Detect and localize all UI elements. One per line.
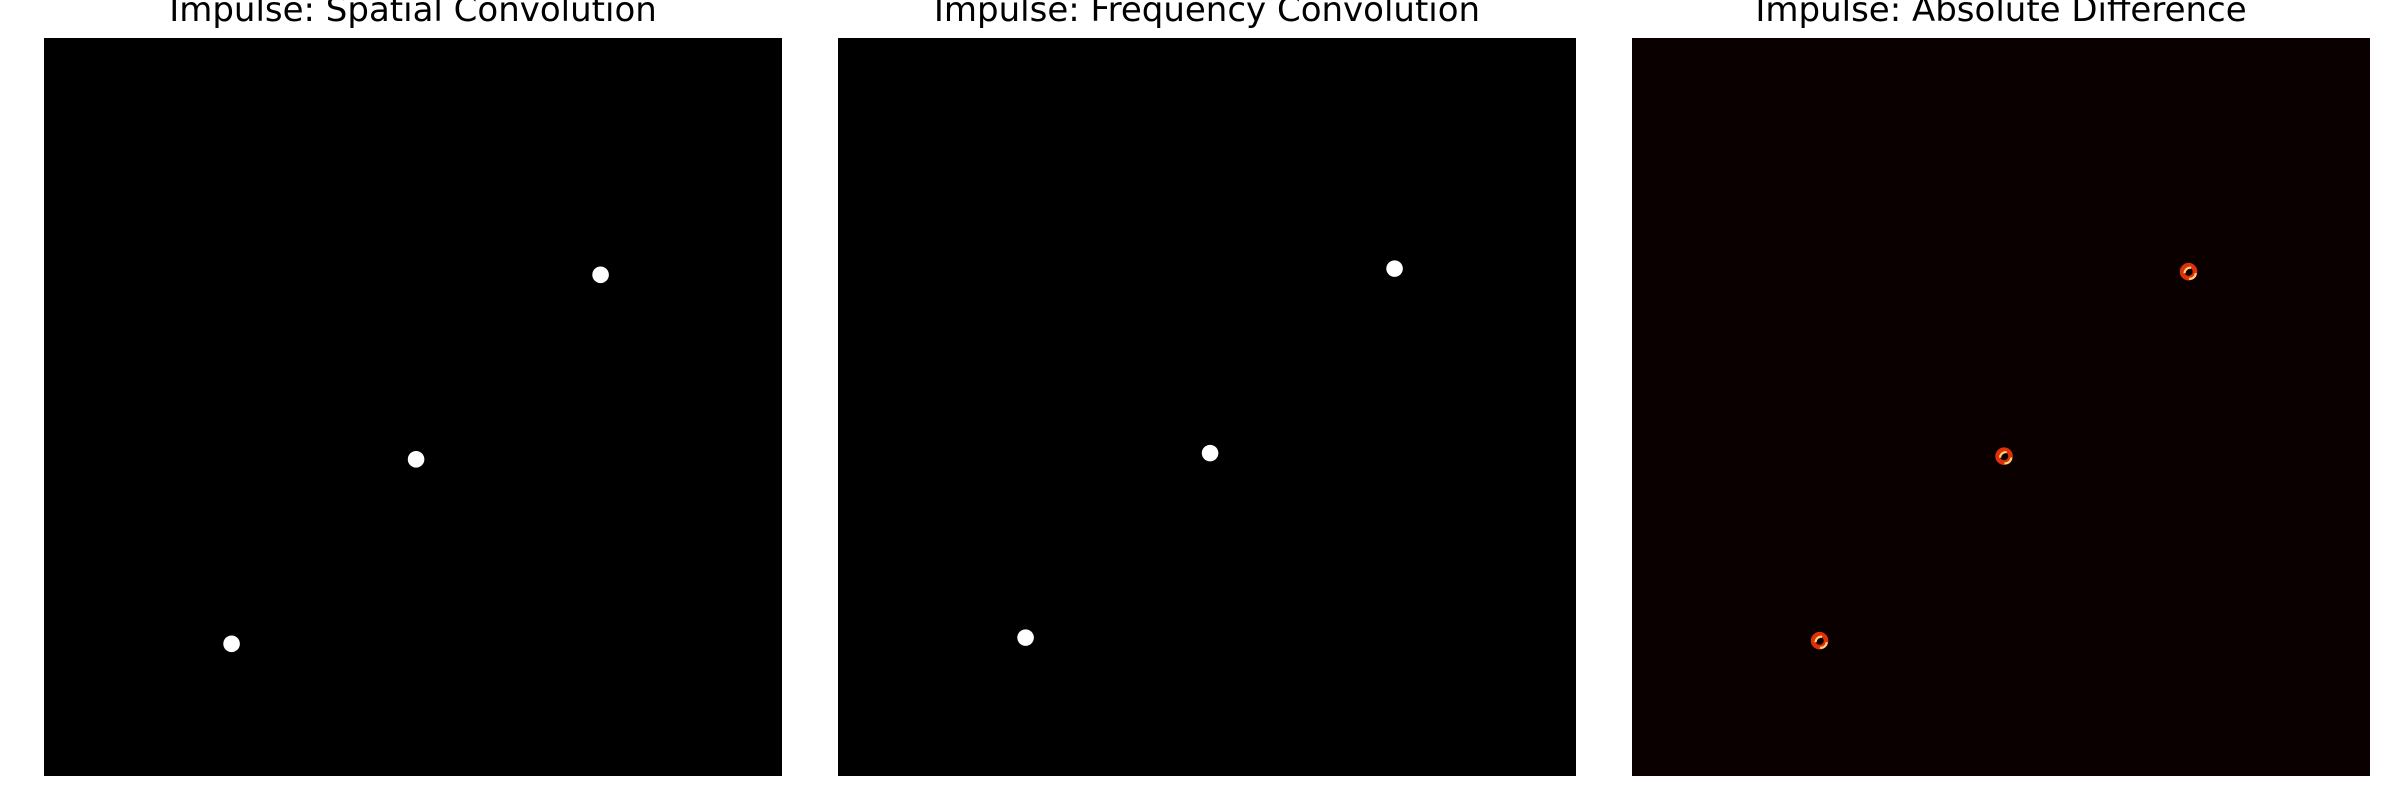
impulse-spot-2 xyxy=(1201,444,1219,462)
image-absolute-difference xyxy=(1632,38,2370,776)
impulse-spot-3 xyxy=(1386,260,1403,277)
impulse-spot-1 xyxy=(1017,629,1034,646)
image-canvas-difference xyxy=(1632,38,2370,776)
image-canvas-spatial xyxy=(44,38,782,776)
panel-title-difference: Impulse: Absolute Difference xyxy=(1755,0,2247,30)
impulse-spot-1 xyxy=(223,635,240,653)
image-spatial-convolution xyxy=(44,38,782,776)
difference-ring-2 xyxy=(1995,447,2013,465)
impulse-spot-2 xyxy=(407,450,425,468)
image-canvas-frequency xyxy=(838,38,1576,776)
panel-title-spatial: Impulse: Spatial Convolution xyxy=(169,0,657,30)
difference-ring-1 xyxy=(1810,631,1829,650)
image-frequency-convolution xyxy=(838,38,1576,776)
image-background xyxy=(838,38,1576,776)
panel-title-frequency: Impulse: Frequency Convolution xyxy=(933,0,1481,30)
image-background xyxy=(1632,38,2370,776)
image-background xyxy=(44,38,782,776)
difference-ring-3 xyxy=(2179,262,2198,281)
impulse-spot-3 xyxy=(592,266,609,284)
